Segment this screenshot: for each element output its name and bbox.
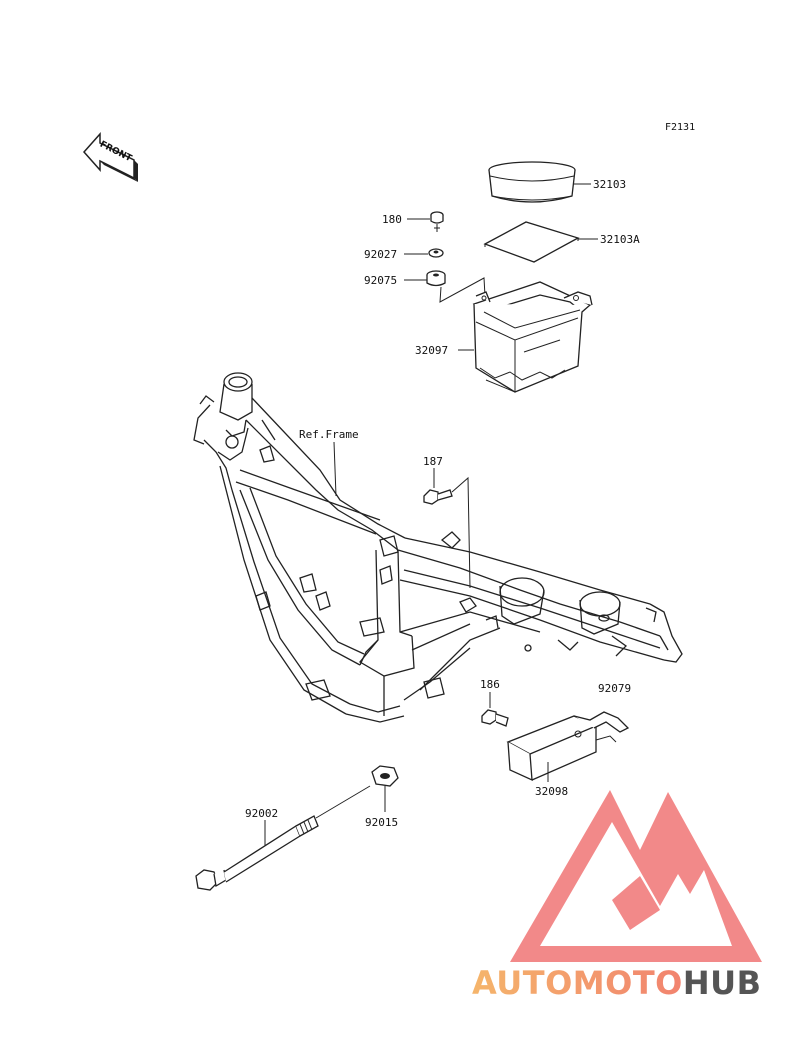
part-label-186: 186 [480,678,500,691]
bolt-186 [481,709,509,727]
ref-frame-label: Ref.Frame [299,428,359,441]
watermark-text: AUTOMOTOHUB [472,964,762,1002]
part-label-92002: 92002 [245,807,278,820]
long-bolt-92002 [195,815,319,891]
part-label-92075: 92075 [364,274,397,287]
motorcycle-frame [193,372,683,723]
bolt-187 [423,489,453,505]
washer-92027 [428,248,444,258]
cap-180 [430,211,444,232]
figure-code: F2131 [665,122,695,133]
part-label-32103: 32103 [593,178,626,191]
part-label-92027: 92027 [364,248,397,261]
part-label-92015: 92015 [365,816,398,829]
damper-92075 [426,270,446,287]
part-label-32097: 32097 [415,344,448,357]
front-arrow-icon: FRONT [82,132,138,182]
part-label-32103a: 32103A [600,233,640,246]
battery-band-32103 [488,161,576,203]
watermark-part2: HUB [683,964,762,1002]
part-label-187: 187 [423,455,443,468]
battery-pad-32103a [483,221,580,263]
part-label-32098: 32098 [535,785,568,798]
battery-case-32097 [472,281,593,393]
watermark-logo-icon [510,790,762,962]
watermark-part1: AUTOMOTO [472,964,683,1002]
part-label-92079: 92079 [598,682,631,695]
guard-32098 [506,711,630,782]
part-label-180: 180 [382,213,402,226]
collar-92015 [371,765,399,787]
